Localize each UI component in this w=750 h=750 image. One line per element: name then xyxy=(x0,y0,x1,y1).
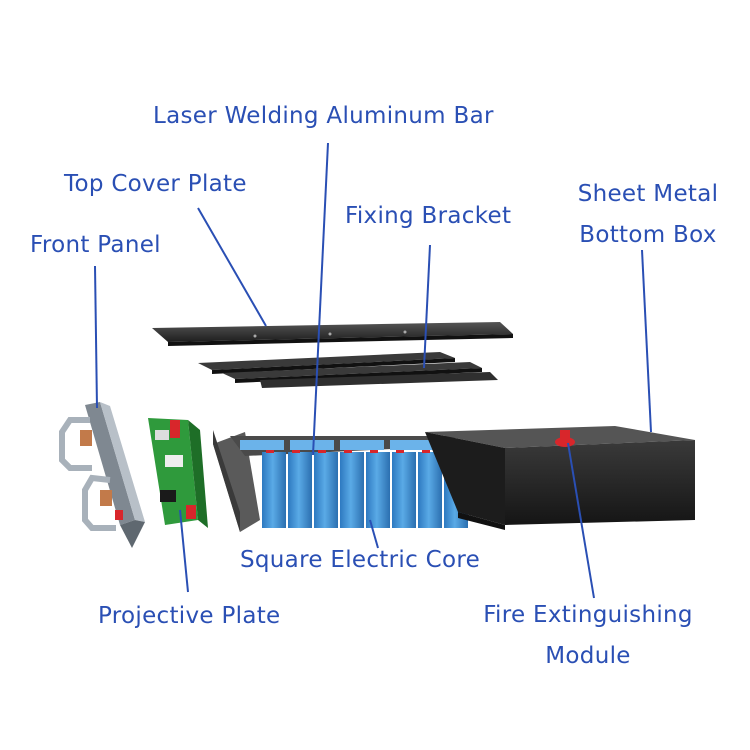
cell-body xyxy=(314,452,338,528)
label-fire-module: Fire Extinguishing Module xyxy=(462,602,714,670)
label-fire-line1: Fire Extinguishing xyxy=(483,602,693,628)
cell-body xyxy=(340,452,364,528)
leader-square-core xyxy=(369,519,379,549)
cell-body xyxy=(366,452,390,528)
top-cover-plate xyxy=(152,322,513,346)
cell-top-row xyxy=(340,440,384,450)
square-electric-core xyxy=(213,430,468,532)
label-top-cover: Top Cover Plate xyxy=(64,171,247,197)
leader-top-cover xyxy=(197,207,267,327)
leader-fixing-bracket xyxy=(423,244,431,369)
cell-top-row xyxy=(390,440,434,450)
fixing-bracket xyxy=(198,352,498,388)
label-sheet-metal-line2: Bottom Box xyxy=(579,222,717,249)
leader-front-panel xyxy=(94,265,98,409)
leader-lines xyxy=(94,142,652,599)
label-sheet-metal: Sheet Metal Bottom Box xyxy=(568,181,728,249)
cell-body xyxy=(262,452,286,528)
label-laser-welding: Laser Welding Aluminum Bar xyxy=(153,103,494,129)
label-fixing-bracket: Fixing Bracket xyxy=(345,203,512,229)
projective-plate xyxy=(148,418,208,528)
leader-fire-module xyxy=(567,442,595,599)
front-panel xyxy=(59,402,145,548)
leader-laser-welding xyxy=(312,142,329,456)
label-fire-line2: Module xyxy=(545,643,631,670)
fire-extinguishing-module xyxy=(555,430,575,447)
label-square-core: Square Electric Core xyxy=(240,547,481,573)
label-sheet-metal-line1: Sheet Metal xyxy=(577,181,719,207)
cell-body xyxy=(418,452,442,528)
leader-projective-plate xyxy=(179,509,189,593)
label-projective-plate: Projective Plate xyxy=(98,603,281,629)
cell-body xyxy=(392,452,416,528)
label-front-panel: Front Panel xyxy=(30,232,161,258)
cell-body xyxy=(288,452,312,528)
leader-sheet-metal xyxy=(641,249,652,433)
cell-top-row xyxy=(240,440,284,450)
cell-top-row xyxy=(290,440,334,450)
